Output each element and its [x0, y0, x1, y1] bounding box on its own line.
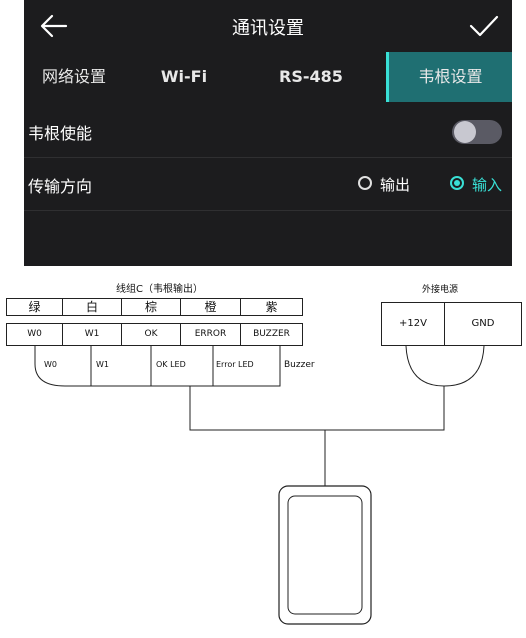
confirm-button[interactable] [468, 12, 500, 40]
direction-row: 传输方向 输出 输入 [24, 158, 512, 211]
terminal-cell: BUZZER [240, 323, 303, 346]
wire-color-cell: 绿 [6, 298, 63, 316]
tab-network[interactable]: 网络设置 [41, 67, 106, 86]
device-terminal-label: W1 [96, 360, 109, 369]
arrow-left-icon [40, 14, 68, 38]
device-terminal-label: W0 [44, 360, 57, 369]
device-terminal-label: OK LED [156, 360, 186, 369]
wiegand-enable-toggle[interactable] [452, 120, 502, 144]
toggle-knob [454, 121, 476, 143]
device-terminal-label: Error LED [216, 360, 254, 369]
direction-label: 传输方向 [28, 177, 93, 196]
page-title: 通讯设置 [232, 18, 304, 39]
radio-output[interactable]: 输出 [358, 174, 418, 196]
terminal-cell: W1 [62, 323, 122, 346]
tab-bar: 网络设置 Wi-Fi RS-485 韦根设置 [24, 52, 512, 102]
radio-output-circle [358, 176, 372, 190]
wiring-lines [34, 345, 485, 625]
terminal-cell: OK [121, 323, 181, 346]
radio-input-circle [450, 176, 464, 190]
terminal-cell: ERROR [180, 323, 241, 346]
wiegand-enable-label: 韦根使能 [28, 124, 93, 143]
wire-color-cell: 白 [62, 298, 122, 316]
wiring-diagram: 线组C（韦根输出） 绿 白 棕 橙 紫 W0 W1 OK ERROR BUZZE… [0, 268, 526, 638]
wire-group-title: 线组C（韦根输出） [116, 284, 203, 295]
wiegand-enable-row: 韦根使能 [24, 105, 512, 158]
radio-input-label: 输入 [472, 176, 503, 194]
device-terminal-label: Buzzer [284, 360, 315, 370]
wire-color-cell: 棕 [121, 298, 181, 316]
radio-input[interactable]: 输入 [450, 174, 510, 196]
check-icon [469, 15, 499, 37]
wire-color-cell: 紫 [240, 298, 303, 316]
settings-screen: 通讯设置 网络设置 Wi-Fi RS-485 韦根设置 韦根使能 传输方向 输出… [24, 0, 512, 266]
power-terminal-cell: GND [444, 302, 522, 346]
terminal-cell: W0 [6, 323, 63, 346]
title-bar: 通讯设置 [24, 0, 512, 52]
tab-wiegand[interactable]: 韦根设置 [386, 52, 512, 102]
radio-output-label: 输出 [380, 176, 411, 194]
wire-color-cell: 橙 [180, 298, 241, 316]
tab-wifi[interactable]: Wi-Fi [160, 67, 208, 86]
power-title: 外接电源 [422, 285, 459, 295]
tab-rs485[interactable]: RS-485 [279, 67, 343, 86]
back-button[interactable] [38, 12, 70, 40]
power-terminal-cell: +12V [381, 302, 445, 346]
